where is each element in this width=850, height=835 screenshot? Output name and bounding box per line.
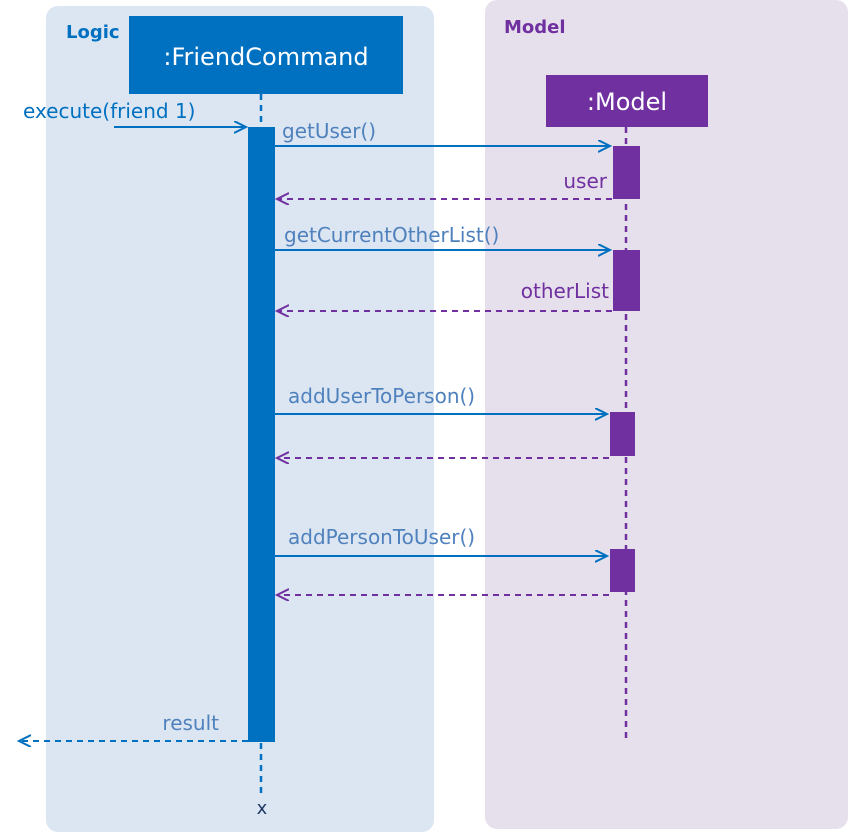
other-list-return-label: otherList [521,279,609,303]
model-activation-get-user [613,146,640,199]
add-user-to-person-message-label: addUserToPerson() [288,384,475,408]
model-participant [546,75,708,127]
friend-command-activation-bar [248,127,275,742]
friend-command-participant [129,16,403,94]
get-user-message-label: getUser() [282,119,376,143]
destroy-mark: x [257,798,268,819]
model-activation-add-user-to-person [610,412,635,456]
model-activation-get-current-other-list [613,250,640,311]
model-region-label: Model [504,17,566,38]
user-return-label: user [563,169,607,193]
add-person-to-user-message-label: addPersonToUser() [288,525,475,549]
logic-region-label: Logic [66,22,120,43]
get-current-other-list-message-label: getCurrentOtherList() [284,223,499,247]
friend-command-participant-label: :FriendCommand [163,43,368,71]
model-activation-add-person-to-user [610,549,635,592]
model-participant-label: :Model [587,88,667,116]
execute-message-label: execute(friend 1) [23,99,195,123]
model-region [485,0,848,829]
logic-region [46,6,434,832]
result-return-label: result [162,711,219,735]
